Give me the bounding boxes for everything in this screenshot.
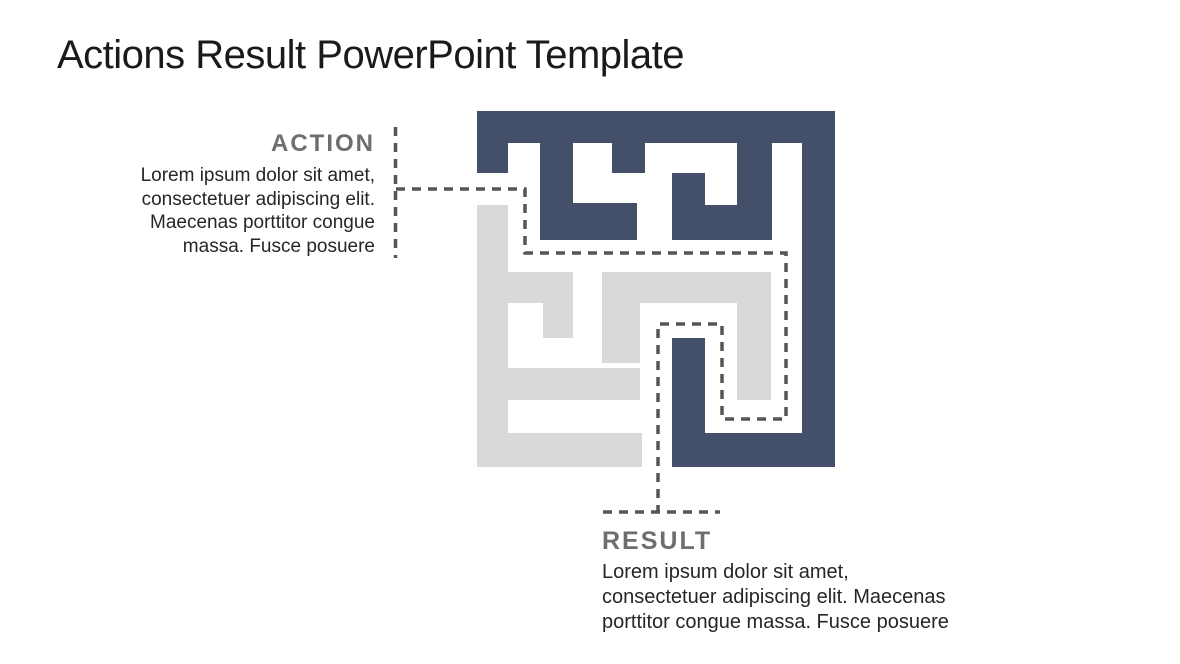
result-text: Lorem ipsum dolor sit amet, consectetuer … (602, 560, 949, 636)
maze-block-navy (540, 203, 637, 240)
action-label: ACTION (271, 130, 375, 157)
action-text: Lorem ipsum dolor sit amet,consectetuer … (141, 164, 375, 258)
result-text-line: Lorem ipsum dolor sit amet, (602, 561, 849, 583)
maze-block-navy (612, 143, 645, 173)
maze-block-gray (477, 272, 573, 303)
maze-block-navy (672, 433, 835, 467)
maze-block-navy (672, 173, 705, 240)
action-text-line: Maecenas porttitor congue (150, 212, 375, 233)
result-text-line: porttitor congue massa. Fusce posuere (602, 611, 949, 634)
page-title: Actions Result PowerPoint Template (57, 33, 685, 77)
action-text-line: Lorem ipsum dolor sit amet, (140, 165, 375, 186)
action-callout: ACTION Lorem ipsum dolor sit amet,consec… (141, 131, 375, 258)
result-callout: RESULT Lorem ipsum dolor sit amet, consec… (602, 527, 949, 636)
maze-block-navy (477, 143, 508, 173)
maze-block-gray (737, 303, 771, 400)
maze-block-navy (802, 143, 835, 467)
solution-path-line (396, 187, 788, 512)
maze-block-gray (477, 205, 508, 467)
result-label: RESULT (602, 527, 713, 555)
action-text-line: massa. Fusce posuere (182, 235, 375, 257)
maze-block-gray (477, 433, 642, 467)
maze-block-navy (477, 111, 835, 143)
maze-block-gray (508, 368, 640, 400)
action-text-line: consectetuer adipiscing elit. (141, 188, 375, 210)
maze-block-gray (602, 303, 640, 363)
maze-block-gray (602, 272, 771, 303)
result-text-line: consectetuer adipiscing elit. Maecenas (602, 586, 946, 609)
maze-block-gray (543, 303, 573, 338)
